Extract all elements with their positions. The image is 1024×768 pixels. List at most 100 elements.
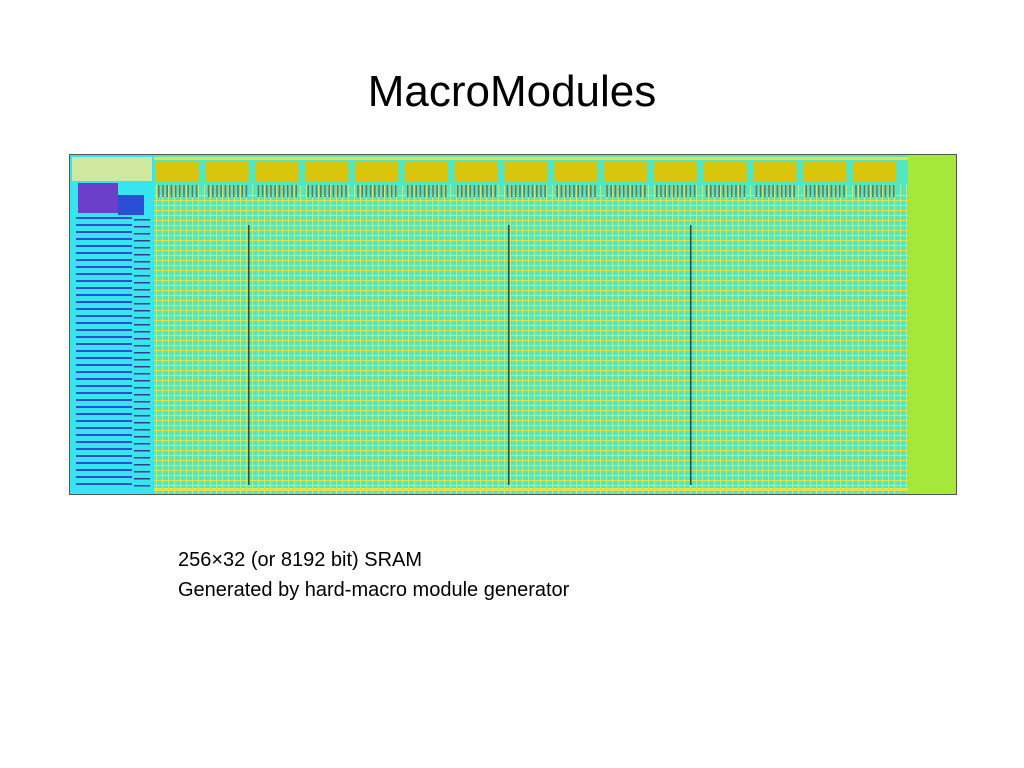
column-io-pin [540, 185, 542, 197]
grid-row [154, 295, 908, 296]
column-io-pin [261, 185, 264, 197]
column-header-block [405, 161, 448, 181]
column-io-pin [618, 185, 621, 197]
edge-strip [908, 155, 956, 494]
column-io-pin [187, 185, 189, 197]
column-io-pin [531, 185, 534, 197]
grid-row [154, 440, 908, 441]
grid-col [228, 185, 229, 494]
grid-col [162, 185, 163, 494]
decoder-wordline [134, 366, 150, 368]
column-io-pin [378, 185, 380, 197]
grid-col [396, 185, 397, 494]
column-io-pin [320, 185, 322, 197]
sram-layout-graphic [70, 155, 956, 494]
grid-col [546, 185, 547, 494]
grid-col [804, 185, 805, 494]
grid-col [702, 185, 703, 494]
grid-col [324, 185, 325, 494]
grid-col [756, 185, 757, 494]
grid-row [154, 370, 908, 371]
decoder-wordline [134, 359, 150, 361]
decoder-wordline [76, 231, 132, 233]
decoder-wordline [134, 219, 150, 221]
column-io-pin [644, 185, 646, 197]
column-io-pin [573, 185, 575, 197]
column-io-pin [855, 185, 857, 197]
grid-col [660, 185, 661, 494]
column-io-pin [585, 185, 588, 197]
grid-col [720, 185, 721, 494]
column-io-pin [419, 185, 422, 197]
column-io-pin [295, 185, 297, 197]
column-io-pin [162, 185, 164, 197]
grid-row [154, 215, 908, 216]
column-io-pin [880, 185, 882, 197]
column-io-pin [544, 185, 546, 197]
column-io-pin [228, 185, 231, 197]
grid-row [154, 445, 908, 446]
grid-row [154, 225, 908, 226]
column-io-pin [382, 185, 384, 197]
grid-row [154, 395, 908, 396]
column-io-pin [793, 185, 795, 197]
grid-row [154, 310, 908, 311]
grid-col [570, 185, 571, 494]
column-io-pin [606, 185, 608, 197]
column-header-block [504, 161, 548, 181]
column-io-pin [365, 185, 368, 197]
grid-col [582, 185, 583, 494]
decoder-wordline [76, 266, 132, 268]
grid-col [300, 185, 301, 494]
grid-row [154, 455, 908, 456]
decoder-wordline [134, 296, 150, 298]
column-io-pin [166, 185, 168, 197]
decoder-logic [118, 195, 144, 215]
column-io-pin [809, 185, 812, 197]
grid-row [154, 415, 908, 416]
grid-col [522, 185, 523, 494]
column-io-pin [486, 185, 488, 197]
grid-col [534, 185, 535, 494]
decoder-wordline [76, 399, 132, 401]
column-io-pin [627, 185, 629, 197]
column-io-pin [834, 185, 837, 197]
column-io-pin [768, 185, 770, 197]
column-io-pin [731, 185, 733, 197]
decoder-wordline [76, 343, 132, 345]
column-io-pin [461, 185, 463, 197]
decoder-wordline [134, 268, 150, 270]
column-io-pin [374, 185, 376, 197]
column-io-pin [805, 185, 807, 197]
decoder-wordline [134, 373, 150, 375]
column-io-pin [755, 185, 758, 197]
column-io-pin [411, 185, 413, 197]
column-io-pin [672, 185, 675, 197]
grid-col [426, 185, 427, 494]
grid-row [154, 245, 908, 246]
column-io-pin [527, 185, 530, 197]
grid-col [468, 185, 469, 494]
column-io-pin [656, 185, 658, 197]
column-io-pin [818, 185, 820, 197]
grid-row [154, 290, 908, 291]
column-io-pin [224, 185, 227, 197]
grid-col [600, 185, 601, 494]
decoder-wordline [76, 357, 132, 359]
column-io-pin [705, 185, 708, 197]
grid-col [672, 185, 673, 494]
grid-row [154, 335, 908, 336]
column-io-pin [639, 185, 642, 197]
decoder-wordline [76, 294, 132, 296]
column-io-pin [170, 185, 173, 197]
grid-col [858, 185, 859, 494]
column-io-pin [477, 185, 480, 197]
column-io-pin [287, 185, 289, 197]
column-io-pin [685, 185, 687, 197]
column-header-block [654, 161, 697, 181]
grid-row [154, 410, 908, 411]
decoder-wordline [134, 457, 150, 459]
column-io-pin [311, 185, 314, 197]
decoder-wordline [134, 415, 150, 417]
column-io-pin [830, 185, 833, 197]
